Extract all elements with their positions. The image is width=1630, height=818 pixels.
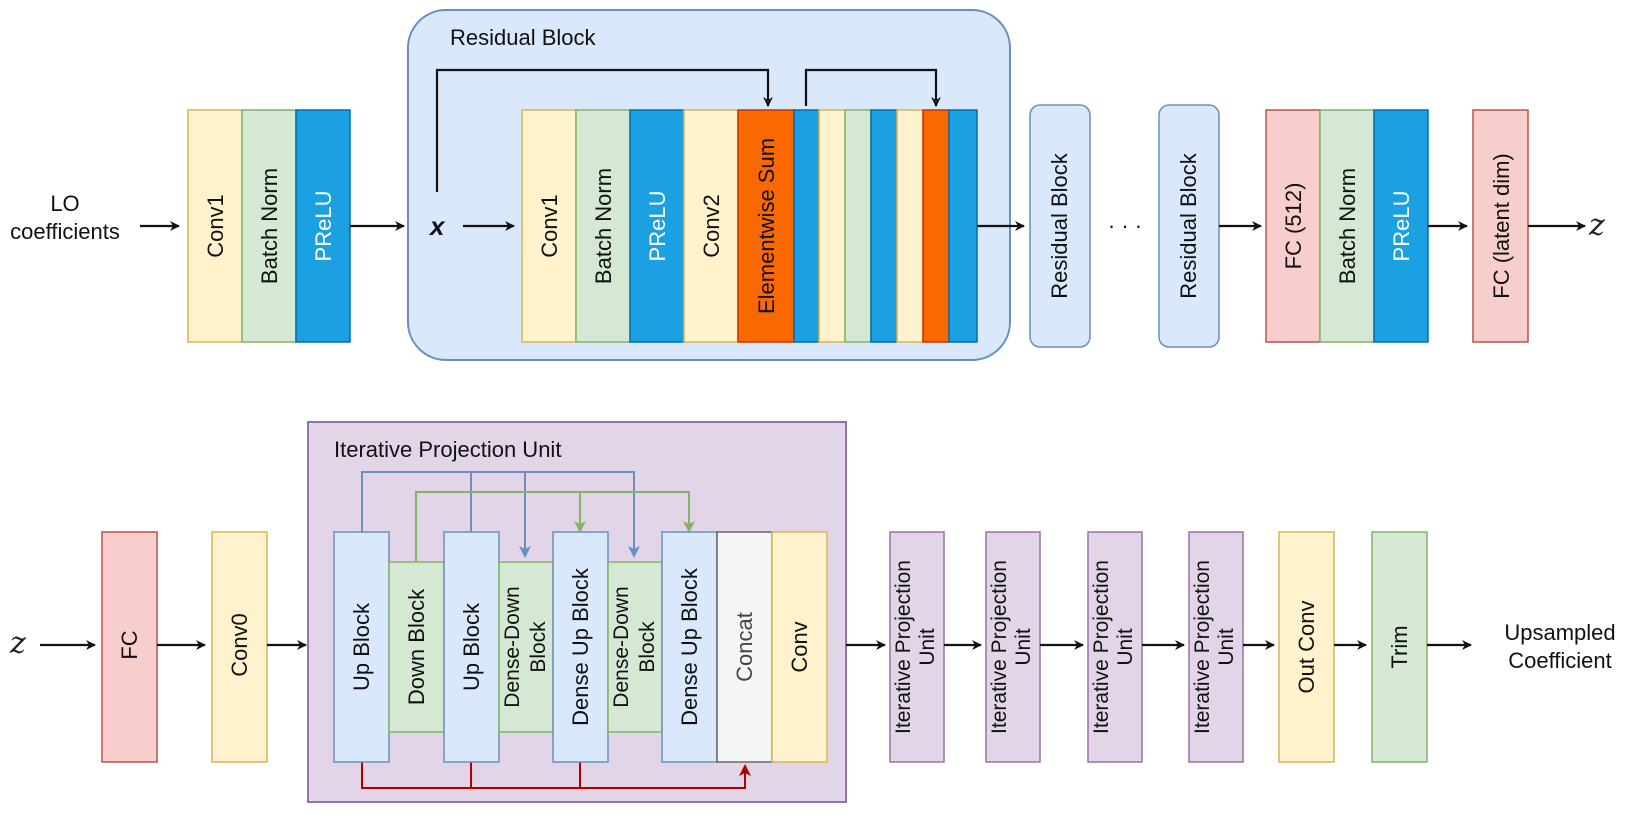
down-block-label: Down Block [404,588,429,705]
ipu-repeat-box-1 [889,531,945,763]
ipu-repeat-box-4 [1188,531,1244,763]
dense-down-block-1-label-line1: Dense-Down [501,586,524,707]
ipu-repeat-3-label-line2: Unit [1114,628,1137,666]
decoder: z FC Conv0 Iterative Projection Unit [9,421,1616,803]
ipu-skip-red-to-concat [361,762,751,789]
up-block-label-2: Up Block [459,602,484,691]
dense-down-block-box-1 [498,561,554,733]
res-elementwise-sum-label: Elementwise Sum [754,138,779,314]
residual-input-x: x [428,211,446,241]
residual-block-title: Residual Block [450,25,597,50]
stem-batchnorm-label: Batch Norm [257,168,282,284]
dense-up-block-box-1 [552,531,609,763]
encoder-ellipsis: · · · [1108,213,1142,238]
ipu-repeat-2-label-line2: Unit [1012,628,1035,666]
trim-label: Trim [1387,625,1412,668]
concat-box [716,531,773,763]
fc-latent-label: FC (latent dim) [1489,153,1514,298]
res-mini-prelu-2 [870,109,898,343]
ipu-repeat-4-label-line1: Iterative Projection [1191,560,1214,734]
ipu-repeat-1-label-line1: Iterative Projection [892,560,915,734]
res-mini-prelu-3 [948,109,978,343]
dense-down-block-2-label-line1: Dense-Down [610,586,633,707]
ipu-skip-green-outer [415,491,695,562]
up-block-box-2 [443,531,500,763]
res-mini-conv-1 [818,109,846,343]
dense-down-block-1-label-line2: Block [527,621,550,673]
dense-down-block-2-label-line2: Block [636,621,659,673]
residual-skip-connection [435,68,773,192]
trim-box [1371,531,1428,763]
head-batchnorm-label: Batch Norm [1335,168,1360,284]
ipu-repeat-4-label-line2: Unit [1215,628,1238,666]
ipu-conv-box [771,531,828,763]
head-prelu-box [1373,109,1429,343]
stem-prelu-label: PReLU [311,191,336,262]
ipu-title: Iterative Projection Unit [334,437,561,462]
stem-prelu-box [295,109,351,343]
conv0-box [211,531,268,763]
output-label-line2: Coefficient [1508,648,1612,673]
fc512-label: FC (512) [1281,183,1306,270]
decoder-fc-label: FC [117,630,142,659]
res-conv1-box [521,109,577,343]
residual-block-label-3: Residual Block [1176,152,1201,299]
ipu-repeat-3-label-line1: Iterative Projection [1090,560,1113,734]
fc512-box [1265,109,1321,343]
head-prelu-label: PReLU [1389,191,1414,262]
ipu-repeat-2-label-line1: Iterative Projection [988,560,1011,734]
up-block-label-1: Up Block [349,602,374,691]
head-batchnorm-box [1319,109,1375,343]
residual-block-label-2: Residual Block [1047,152,1072,299]
res-conv1-label: Conv1 [537,194,562,258]
ipu-conv-label: Conv [787,621,812,672]
decoder-input-z: z [9,626,26,661]
ipu-container: Iterative Projection Unit Up Block Down … [307,421,847,803]
ipu-repeat-box-2 [985,531,1041,763]
output-label-line1: Upsampled [1504,620,1615,645]
stem-batchnorm-box [241,109,297,343]
encoder-output-z: z [1588,208,1605,243]
out-conv-box [1278,531,1335,763]
stem-conv1-label: Conv1 [203,194,228,258]
stem-block: Conv1 Batch Norm PReLU [187,109,351,343]
res-prelu-box [629,109,685,343]
res-conv2-label: Conv2 [699,194,724,258]
input-label-line2: coefficients [10,219,120,244]
res-batchnorm-box [575,109,631,343]
out-conv-label: Out Conv [1294,601,1319,694]
res-mini-batchnorm-1 [844,109,872,343]
decoder-fc-box [101,531,158,763]
residual-block-container: Residual Block x Conv1 Batch Norm PReLU … [407,9,1011,361]
conv0-label: Conv0 [227,613,252,677]
dense-up-block-1-label: Dense Up Block [568,567,593,726]
res-mini-prelu-1 [793,109,820,343]
dense-up-block-2-label: Dense Up Block [677,567,702,726]
residual-block-box-2 [1029,104,1091,348]
concat-label: Concat [732,612,757,682]
up-block-box-1 [333,531,390,763]
encoder: LO coefficients Conv1 Batch Norm PReLU R… [10,9,1605,361]
res-mini-elementwise-sum [922,109,950,343]
res-mini-conv-2 [896,109,924,343]
ipu-repeat-box-3 [1087,531,1143,763]
ipu-skip-blue-outer [361,471,640,558]
ipu-repeat-1-label-line2: Unit [916,628,939,666]
res-prelu-label: PReLU [645,191,670,262]
down-block-box [388,561,445,733]
residual-skip-connection-2 [804,68,941,107]
res-batchnorm-label: Batch Norm [591,168,616,284]
input-label-line1: LO [50,191,79,216]
